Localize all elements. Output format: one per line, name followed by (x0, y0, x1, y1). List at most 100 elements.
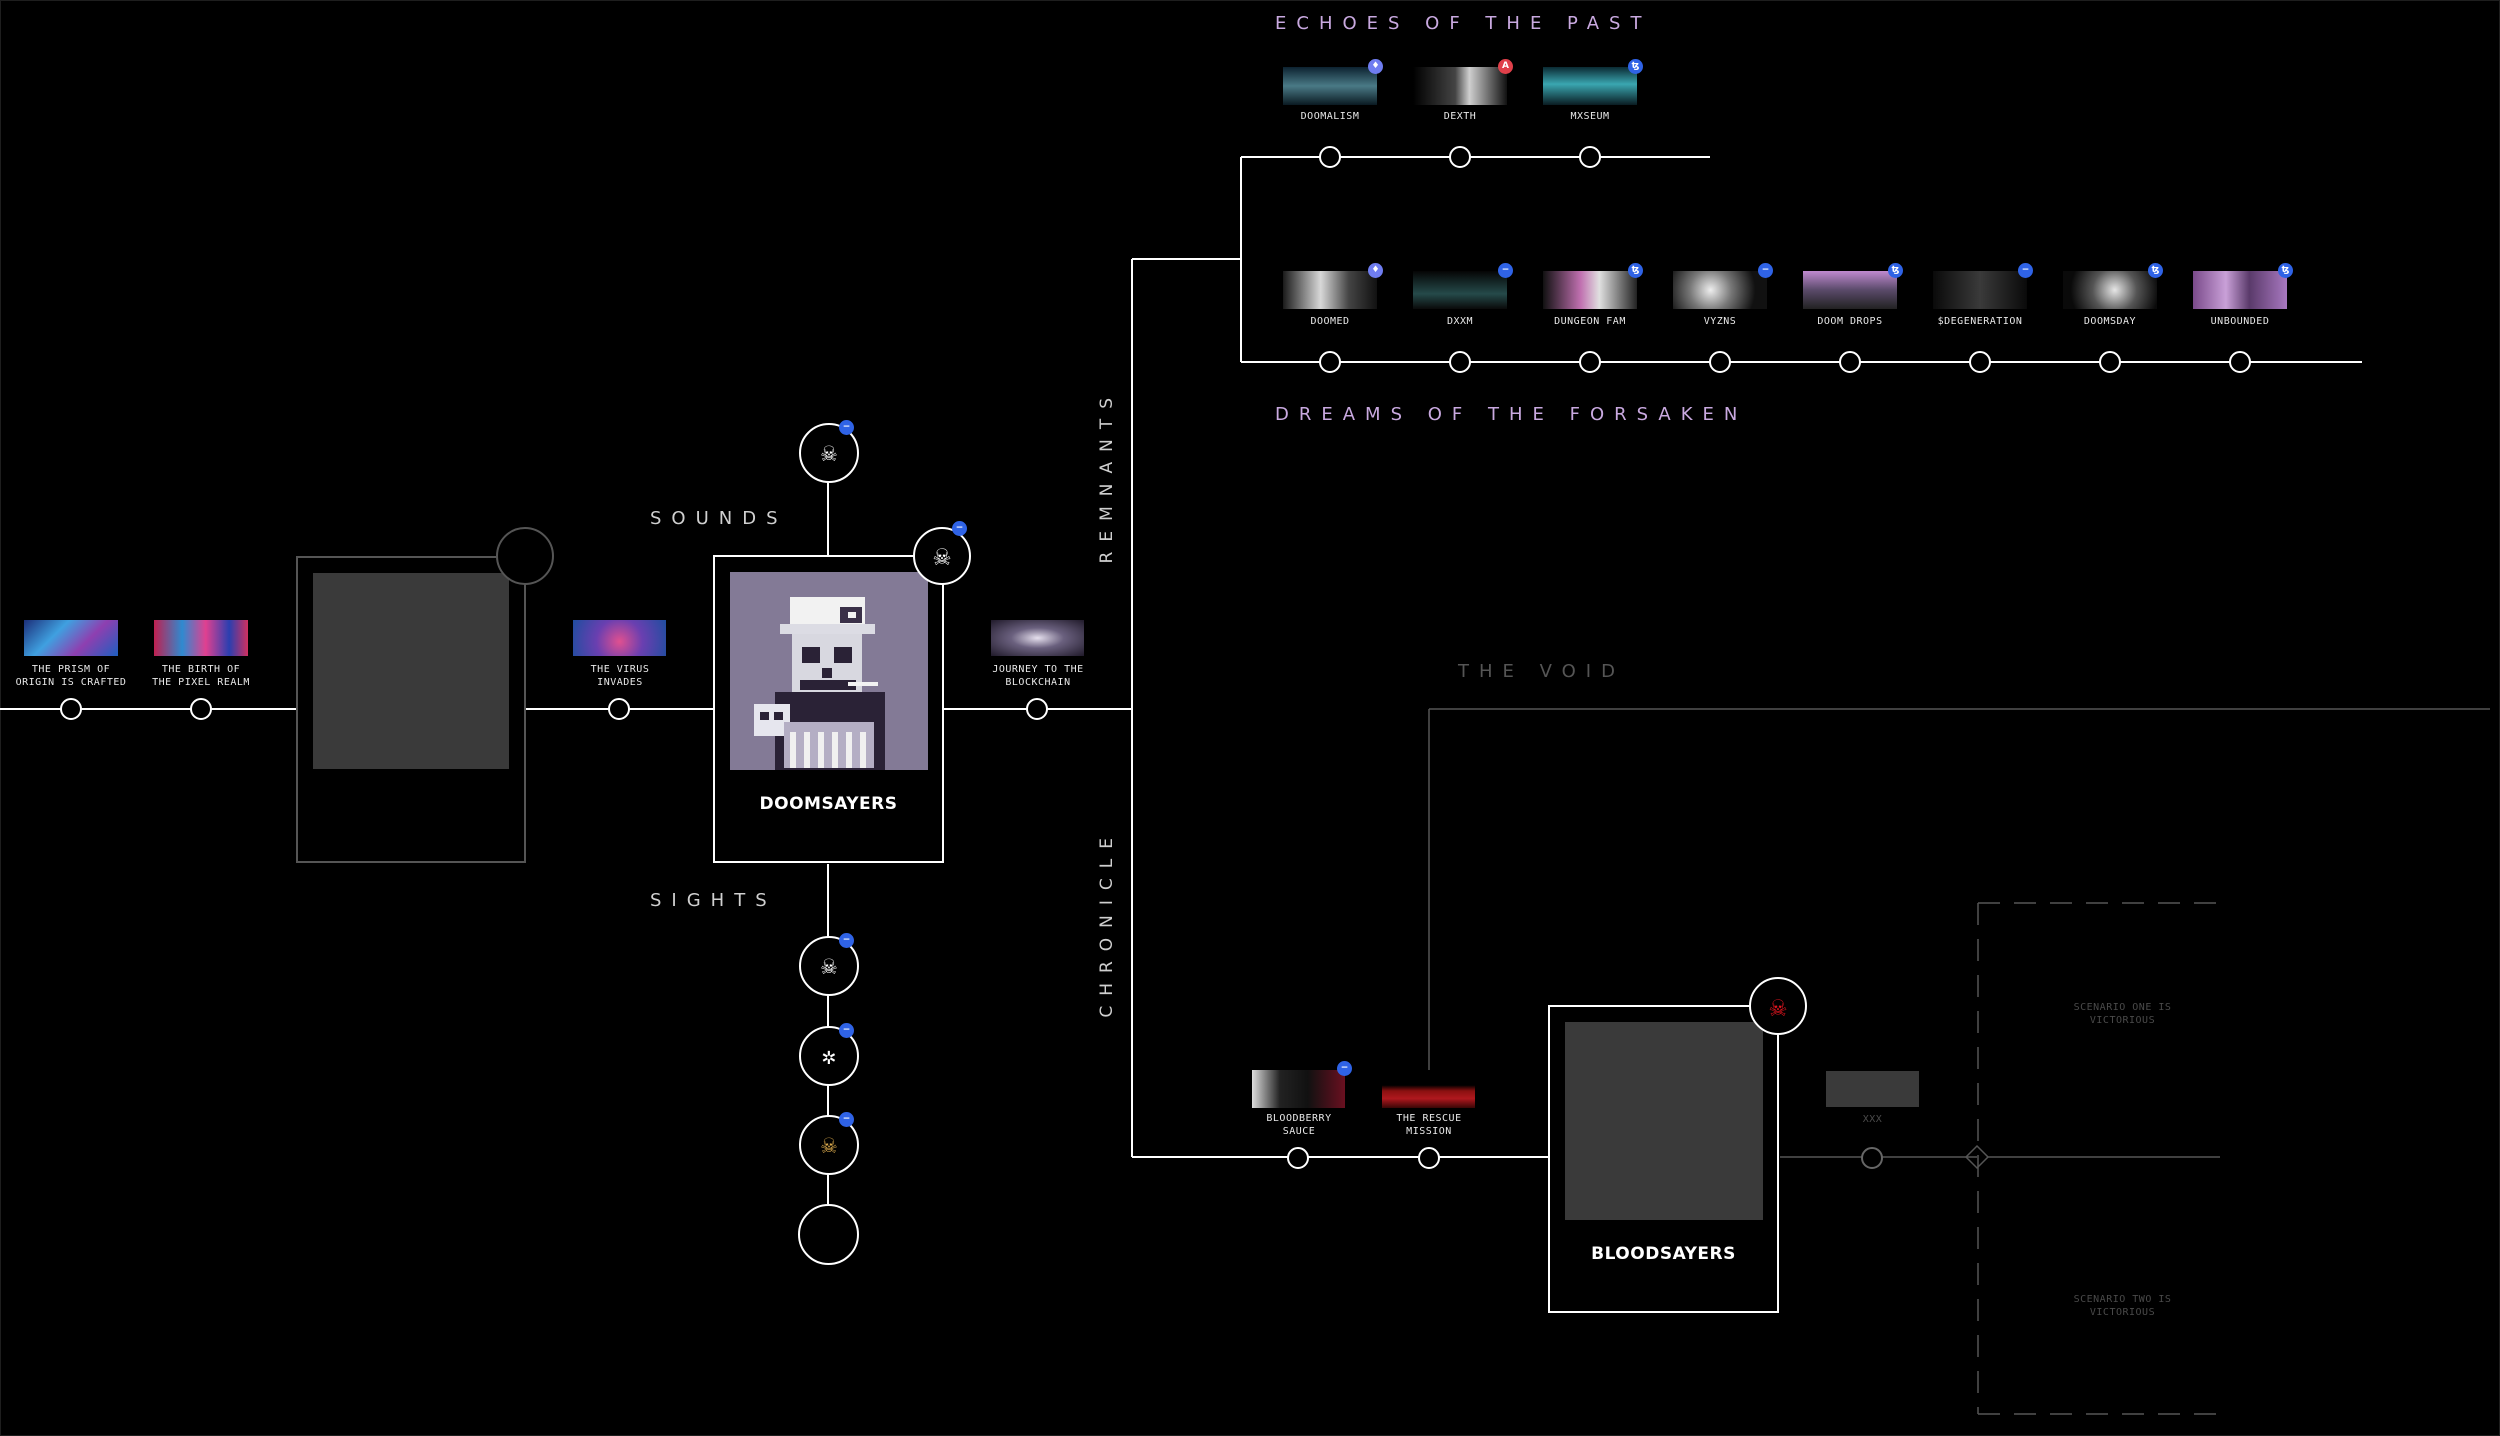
base-badge: − (1337, 1061, 1352, 1076)
section-dreams-of-the-forsaken: DREAMS OF THE FORSAKEN (1275, 404, 1748, 425)
dreams-label-5: DOOM DROPS (1817, 316, 1883, 327)
dreams-label-6: $DEGENERATION (1937, 316, 2023, 327)
dreams-thumb-8[interactable] (2193, 271, 2287, 309)
echoes-thumb-2[interactable] (1413, 67, 1507, 105)
base-badge: − (952, 521, 967, 536)
base-badge: − (839, 1023, 854, 1038)
dreams-thumb-1[interactable] (1283, 271, 1377, 309)
empty-card-badge[interactable] (496, 527, 554, 585)
tezos-badge: ꜩ (2278, 263, 2293, 278)
dreams-node-7[interactable] (2099, 351, 2121, 373)
bloodsayers-title: BLOODSAYERS (1591, 1244, 1736, 1264)
dreams-node-6[interactable] (1969, 351, 1991, 373)
drip-skull-icon: ☠ (933, 539, 951, 572)
arb-badge: A (1498, 59, 1513, 74)
dreams-label-3: DUNGEON FAM (1554, 316, 1626, 327)
label-prism-of-origin: THE PRISM OF ORIGIN IS CRAFTED (15, 664, 127, 688)
headphone-skull-icon: ☠ (821, 438, 837, 468)
thumb-birth-of-pixel-realm[interactable] (154, 620, 248, 656)
eth-badge: ♦ (1368, 263, 1383, 278)
echoes-thumb-1[interactable] (1283, 67, 1377, 105)
timeline-node-birth[interactable] (190, 698, 212, 720)
base-badge: − (839, 1112, 854, 1127)
base-badge: − (1758, 263, 1773, 278)
bloodsayers-card[interactable]: BLOODSAYERS (1548, 1005, 1779, 1313)
timeline-node-prism[interactable] (60, 698, 82, 720)
branch-sounds-label: SOUNDS (650, 508, 788, 529)
bloodsayers-badge[interactable]: ☠ (1749, 977, 1807, 1035)
doomsayers-badge[interactable]: ☠ (913, 527, 971, 585)
card-image-placeholder (313, 573, 509, 769)
dreams-node-3[interactable] (1579, 351, 1601, 373)
dreams-node-1[interactable] (1319, 351, 1341, 373)
doomsayers-artwork (730, 572, 928, 770)
label-bloodberry-sauce: BLOODBERRY SAUCE (1266, 1113, 1332, 1137)
dreams-thumb-3[interactable] (1543, 271, 1637, 309)
sights-node-1[interactable]: ☠ (799, 936, 859, 996)
echoes-node-1[interactable] (1319, 146, 1341, 168)
timeline-node-rescue[interactable] (1418, 1147, 1440, 1169)
echoes-label-1: DOOMALISM (1300, 111, 1360, 122)
tezos-badge: ꜩ (1628, 59, 1643, 74)
label-birth-of-pixel-realm: THE BIRTH OF THE PIXEL REALM (152, 664, 250, 688)
pixel-skull-icon (730, 572, 928, 770)
thumb-bloodberry-sauce[interactable] (1252, 1070, 1345, 1108)
tezos-badge: ꜩ (1628, 263, 1643, 278)
branch-chronicle-label: CHRONICLE (1097, 828, 1117, 1018)
base-badge: − (1498, 263, 1513, 278)
branch-sights-label: SIGHTS (650, 890, 777, 911)
thumb-prism-of-origin[interactable] (24, 620, 118, 656)
dreams-node-4[interactable] (1709, 351, 1731, 373)
blood-drip-skull-icon: ☠ (1769, 989, 1787, 1023)
dreams-label-7: DOOMSDAY (2083, 316, 2137, 327)
empty-card[interactable] (296, 556, 526, 863)
dreams-label-4: VYZNS (1703, 316, 1737, 327)
thumb-xxx[interactable] (1826, 1071, 1919, 1107)
timeline-node-virus[interactable] (608, 698, 630, 720)
thumb-virus-invades[interactable] (573, 620, 666, 656)
echoes-thumb-3[interactable] (1543, 67, 1637, 105)
doomsayers-card[interactable]: DOOMSAYERS (713, 555, 944, 863)
dreams-thumb-7[interactable] (2063, 271, 2157, 309)
tezos-badge: ꜩ (2148, 263, 2163, 278)
dreams-label-8: UNBOUNDED (2210, 316, 2270, 327)
dreams-node-5[interactable] (1839, 351, 1861, 373)
dreams-thumb-6[interactable] (1933, 271, 2027, 309)
tezos-badge: ꜩ (1888, 263, 1903, 278)
dreams-thumb-4[interactable] (1673, 271, 1767, 309)
base-badge: − (839, 420, 854, 435)
scenario-two-label: SCENARIO TWO IS VICTORIOUS (2073, 1294, 2172, 1318)
base-badge: − (2018, 263, 2033, 278)
branch-remnants-label: REMNANTS (1097, 388, 1117, 564)
sights-node-empty[interactable] (798, 1204, 859, 1265)
thumb-journey-blockchain[interactable] (991, 620, 1084, 656)
eth-badge: ♦ (1368, 59, 1383, 74)
dreams-thumb-2[interactable] (1413, 271, 1507, 309)
gear-skull-icon: ✲ (821, 1042, 837, 1070)
dreams-node-2[interactable] (1449, 351, 1471, 373)
echoes-label-3: MXSEUM (1570, 111, 1610, 122)
gold-drip-skull-icon: ☠ (821, 1130, 837, 1160)
label-xxx: XXX (1862, 1114, 1883, 1125)
echoes-node-3[interactable] (1579, 146, 1601, 168)
timeline-node-bloodberry[interactable] (1287, 1147, 1309, 1169)
echoes-node-2[interactable] (1449, 146, 1471, 168)
label-virus-invades: THE VIRUS INVADES (590, 664, 650, 688)
echoes-label-2: DEXTH (1443, 111, 1477, 122)
label-rescue-mission: THE RESCUE MISSION (1396, 1113, 1462, 1137)
dreams-node-8[interactable] (2229, 351, 2251, 373)
doomsayers-title: DOOMSAYERS (759, 794, 898, 814)
dreams-thumb-5[interactable] (1803, 271, 1897, 309)
section-the-void: THE VOID (1458, 661, 1625, 682)
dreams-label-1: DOOMED (1310, 316, 1350, 327)
skull-eye-icon: ☠ (821, 951, 837, 981)
card-image-placeholder (1565, 1022, 1763, 1220)
label-journey-blockchain: JOURNEY TO THE BLOCKCHAIN (992, 664, 1084, 688)
base-badge: − (839, 933, 854, 948)
sights-node-2[interactable]: ✲ (799, 1026, 859, 1086)
timeline-node-xxx[interactable] (1861, 1147, 1883, 1169)
dreams-label-2: DXXM (1446, 316, 1474, 327)
thumb-rescue-mission[interactable] (1382, 1070, 1475, 1108)
timeline-node-journey[interactable] (1026, 698, 1048, 720)
